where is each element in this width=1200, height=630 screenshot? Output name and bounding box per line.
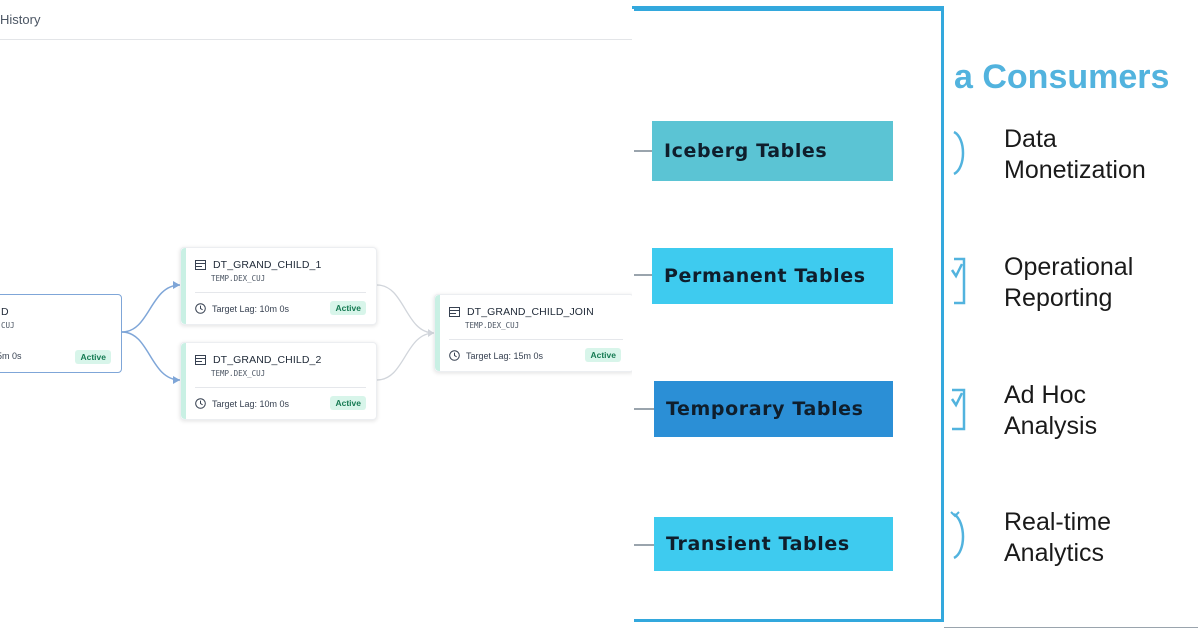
node-target-lag: Target Lag: 10m 0s bbox=[212, 303, 290, 314]
node-target-lag: Target Lag: 15m 0s bbox=[466, 350, 544, 361]
lineage-node-parent[interactable]: D CUJ 5m 0s Active bbox=[0, 294, 122, 373]
status-badge: Active bbox=[330, 396, 366, 410]
divider bbox=[195, 387, 366, 388]
table-box-permanent: Permanent Tables bbox=[652, 248, 893, 304]
node-name: DT_GRAND_CHILD_JOIN bbox=[467, 306, 594, 318]
clock-icon bbox=[449, 350, 460, 361]
status-badge: Active bbox=[585, 348, 621, 362]
edge-gc1-join bbox=[376, 284, 435, 334]
node-target-lag: Target Lag: 10m 0s bbox=[212, 398, 290, 409]
table-box-transient: Transient Tables bbox=[654, 517, 893, 571]
table-types-frame bbox=[634, 8, 944, 622]
node-accent bbox=[181, 248, 186, 324]
arc-icon bbox=[953, 130, 965, 176]
node-schema: TEMP.DEX_CUJ bbox=[211, 369, 266, 378]
node-name: DT_GRAND_CHILD_1 bbox=[213, 259, 322, 271]
consumers-title: a Consumers bbox=[954, 58, 1170, 96]
consumer-data-monetization: Data Monetization bbox=[1004, 124, 1146, 186]
node-target-lag: 5m 0s bbox=[0, 351, 22, 361]
clipboard-check-icon bbox=[950, 257, 966, 305]
tab-history[interactable]: History bbox=[0, 12, 41, 27]
edge-arrow-gc1 bbox=[173, 281, 180, 289]
lineage-edges bbox=[121, 281, 435, 384]
edge-parent-gc2 bbox=[121, 331, 181, 381]
connector-iceberg bbox=[634, 150, 652, 152]
node-accent bbox=[181, 343, 186, 419]
consumer-line2: Analytics bbox=[1004, 539, 1105, 567]
consumer-real-time-analytics: Real-time Analytics bbox=[1004, 507, 1111, 569]
clipboard-check-icon bbox=[950, 388, 966, 431]
lineage-node-grand-child-1[interactable]: DT_GRAND_CHILD_1 TEMP.DEX_CUJ Target Lag… bbox=[180, 247, 377, 325]
node-accent bbox=[435, 295, 440, 371]
consumer-line2: Monetization bbox=[1004, 156, 1146, 184]
refresh-arc-icon bbox=[950, 511, 965, 560]
node-schema: TEMP.DEX_CUJ bbox=[211, 274, 266, 283]
node-schema: TEMP.DEX_CUJ bbox=[465, 321, 520, 330]
status-badge: Active bbox=[330, 301, 366, 315]
table-box-temporary: Temporary Tables bbox=[654, 381, 893, 437]
status-badge: Active bbox=[75, 350, 111, 364]
consumer-line1: Ad Hoc bbox=[1004, 381, 1086, 409]
frame-top-border bbox=[632, 6, 944, 9]
node-schema: CUJ bbox=[1, 321, 15, 330]
connector-transient bbox=[634, 544, 654, 546]
table-icon bbox=[449, 307, 460, 317]
divider bbox=[449, 339, 623, 340]
consumer-operational-reporting: Operational Reporting bbox=[1004, 252, 1133, 314]
frame-bottom-line bbox=[944, 627, 1198, 628]
node-name: D bbox=[1, 306, 9, 318]
connector-permanent bbox=[634, 274, 652, 276]
edge-parent-gc1 bbox=[121, 284, 181, 333]
lineage-node-grand-child-join[interactable]: DT_GRAND_CHILD_JOIN TEMP.DEX_CUJ Target … bbox=[434, 294, 632, 372]
clock-icon bbox=[195, 303, 206, 314]
lineage-node-grand-child-2[interactable]: DT_GRAND_CHILD_2 TEMP.DEX_CUJ Target Lag… bbox=[180, 342, 377, 420]
edge-arrow-gc2 bbox=[173, 376, 180, 384]
consumer-line1: Real-time bbox=[1004, 508, 1111, 536]
tab-bar: History bbox=[0, 0, 632, 40]
consumer-line2: Analysis bbox=[1004, 412, 1098, 440]
connector-temporary bbox=[634, 408, 654, 410]
node-name: DT_GRAND_CHILD_2 bbox=[213, 354, 322, 366]
clock-icon bbox=[195, 398, 206, 409]
consumer-ad-hoc-analysis: Ad Hoc Analysis bbox=[1004, 380, 1097, 442]
table-icon bbox=[195, 355, 206, 365]
table-types-diagram: Iceberg Tables Permanent Tables Temporar… bbox=[632, 0, 1200, 630]
consumer-line1: Operational bbox=[1004, 253, 1134, 281]
lineage-graph-panel: History D CUJ 5m 0s Active DT_GRAND_CHIL… bbox=[0, 0, 632, 420]
edge-arrow-join bbox=[428, 329, 434, 337]
table-icon bbox=[195, 260, 206, 270]
divider bbox=[195, 292, 366, 293]
consumer-line1: Data bbox=[1004, 125, 1057, 153]
edge-gc2-join bbox=[376, 332, 435, 381]
consumer-line2: Reporting bbox=[1004, 284, 1113, 312]
table-box-iceberg: Iceberg Tables bbox=[652, 121, 893, 181]
